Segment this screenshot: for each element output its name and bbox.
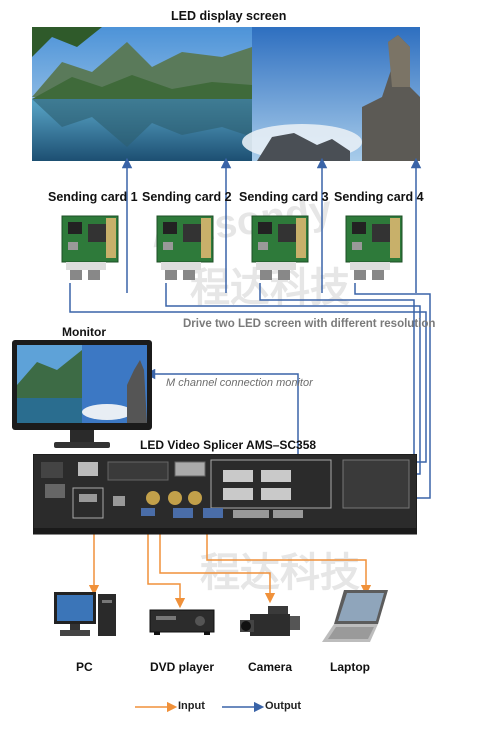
monitor-label: Monitor bbox=[62, 325, 106, 339]
sending-card-1-image bbox=[61, 215, 119, 280]
sending-card-2-image bbox=[156, 215, 214, 280]
device-label: LED Video Splicer AMS–SC358 bbox=[140, 438, 317, 452]
monitor-note: M channel connection monitor bbox=[166, 377, 313, 389]
dvd-player-label: DVD player bbox=[150, 660, 215, 674]
drive-note: Drive two LED screen with different reso… bbox=[183, 318, 436, 330]
camera-label: Camera bbox=[248, 660, 293, 674]
led-screen-title: LED display screen bbox=[171, 9, 287, 23]
led-screen-image bbox=[32, 27, 420, 161]
camera-image bbox=[240, 606, 300, 636]
sending-card-1-label: Sending card 1 bbox=[48, 190, 138, 204]
monitor-image bbox=[12, 340, 152, 448]
laptop-image bbox=[322, 590, 388, 642]
sending-card-2-label: Sending card 2 bbox=[142, 190, 232, 204]
dvd-player-image bbox=[149, 609, 215, 635]
legend-input-label: Input bbox=[178, 700, 205, 712]
pc-image bbox=[54, 592, 116, 636]
sending-card-4-image bbox=[345, 215, 403, 280]
sending-card-3-label: Sending card 3 bbox=[239, 190, 329, 204]
video-splicer-device bbox=[33, 454, 417, 535]
legend-output-label: Output bbox=[265, 700, 302, 712]
sending-card-3-image bbox=[251, 215, 309, 280]
sending-card-4-label: Sending card 4 bbox=[334, 190, 424, 204]
laptop-label: Laptop bbox=[330, 660, 370, 674]
pc-label: PC bbox=[76, 660, 93, 674]
